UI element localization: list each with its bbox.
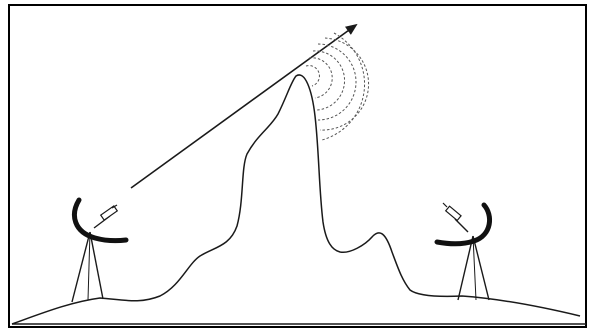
right-tripod-leg-2	[472, 235, 490, 301]
receiving-dish-antenna	[434, 202, 493, 301]
wavefront-3	[312, 50, 346, 111]
left-feed-horn	[99, 205, 119, 221]
left-tripod-leg-3	[87, 231, 91, 301]
right-tripod-leg-1	[457, 235, 474, 301]
diffraction-wavefronts	[305, 32, 369, 141]
left-feed-tip	[111, 204, 118, 209]
left-tripod-leg-1	[71, 231, 91, 303]
right-dish-reflector	[434, 202, 493, 247]
left-dish-reflector	[72, 197, 129, 244]
line-of-sight-ray	[130, 23, 358, 189]
right-feed-tip	[442, 202, 448, 208]
image-frame	[8, 4, 587, 328]
wavefront-1	[305, 65, 320, 87]
wavefront-5	[319, 37, 369, 131]
left-tripod-leg-2	[89, 231, 104, 300]
wavefront-6	[321, 32, 366, 141]
transmitting-dish-antenna	[71, 197, 129, 303]
right-tripod-leg-3	[472, 235, 477, 301]
right-feed-horn	[444, 205, 462, 222]
wavefront-2	[308, 57, 333, 99]
mountain-terrain	[11, 74, 581, 325]
wavefront-4	[317, 43, 357, 121]
